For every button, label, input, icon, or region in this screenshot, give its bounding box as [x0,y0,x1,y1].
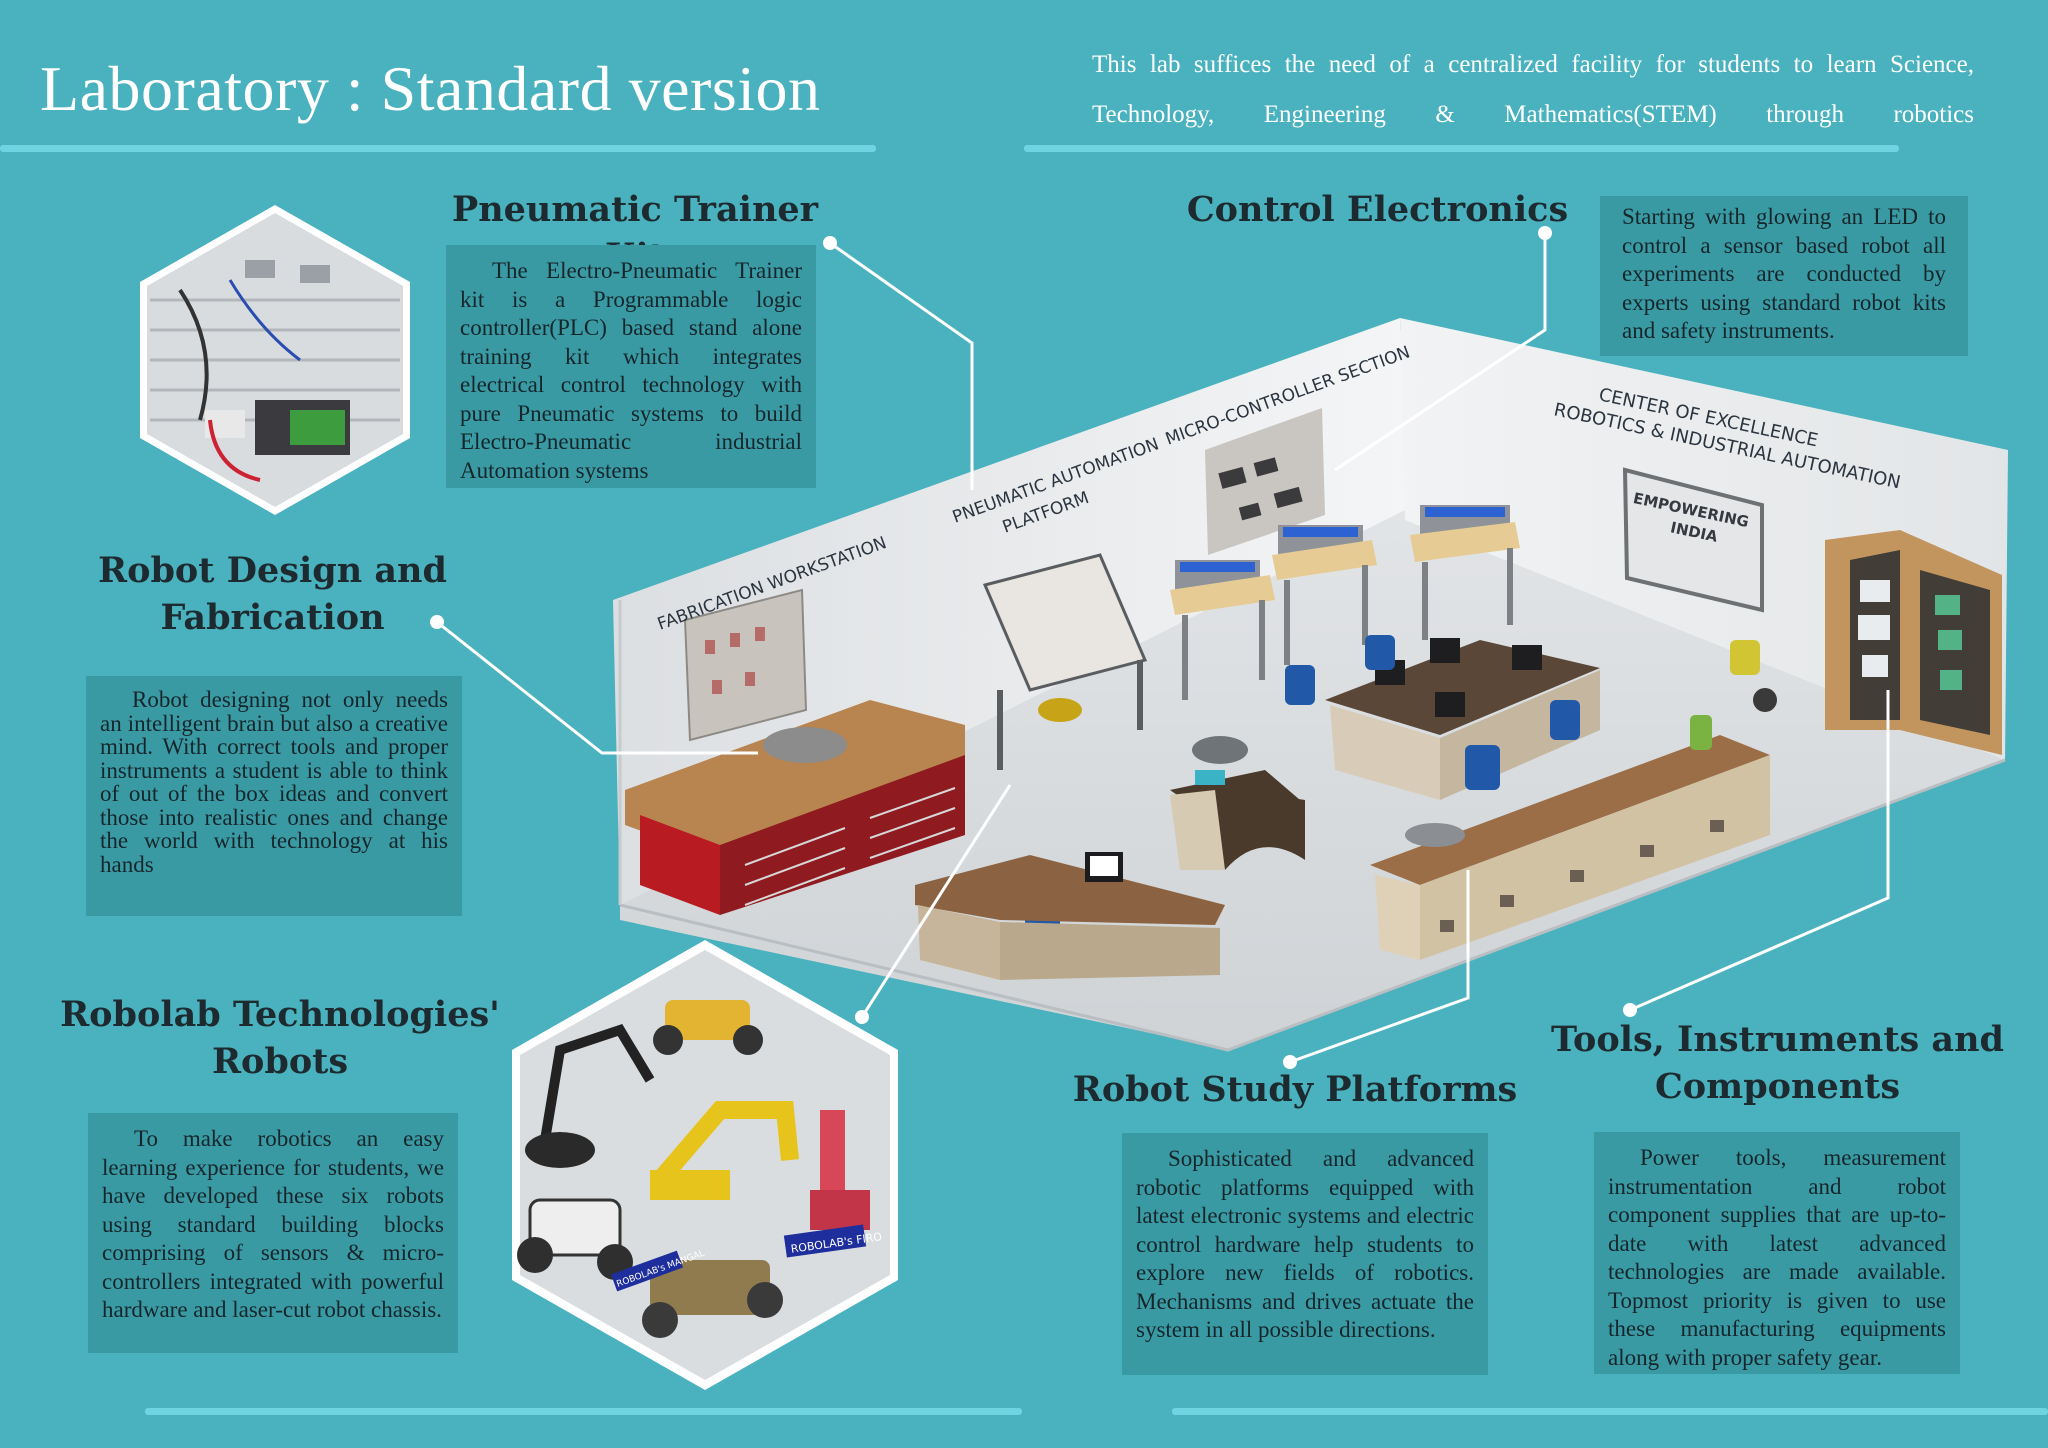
desc-pneumatic-text: The Electro-Pneumatic Trainer kit is a P… [460,258,802,483]
footer-rule-left [145,1408,1022,1415]
section-title-design-2: Fabrication [160,597,385,638]
desc-tools-text: Power tools, measurement instrumentation… [1608,1145,1946,1370]
desc-study-text: Sophisticated and advanced robotic platf… [1136,1146,1474,1342]
section-title-control: Control Electronics [1186,189,1569,230]
desc-design: Robot designing not only needs an intell… [86,676,462,916]
robots-photo: ROBOLAB's FIRO ROBOLAB's MANGAL [512,940,898,1390]
footer-rule-right [1172,1408,2048,1415]
desc-design-text: Robot designing not only needs an intell… [100,687,448,877]
robot-arm [540,1023,655,1141]
intro-text: This lab suffices the need of a centrali… [1092,51,1974,128]
leader-lines [430,226,1890,1069]
section-title-robolab-1: Robolab Technologies' [60,994,500,1035]
desc-control: Starting with glowing an LED to control … [1600,196,1968,356]
header-rule-right [1024,145,1899,152]
section-title-tools-2: Components [1654,1066,1901,1107]
desc-robolab: To make robotics an easy learning experi… [88,1113,458,1353]
section-title-study: Robot Study Platforms [1072,1069,1518,1110]
section-title-robolab-2: Robots [211,1041,349,1082]
lab-render: EMPOWERING INDIA FABRICATION WORKSTATION… [613,318,2008,1052]
desc-study: Sophisticated and advanced robotic platf… [1122,1133,1488,1375]
desc-control-text: Starting with glowing an LED to control … [1622,204,1946,343]
desc-pneumatic: The Electro-Pneumatic Trainer kit is a P… [446,245,816,488]
section-title-tools-1: Tools, Instruments and [1550,1019,2005,1060]
desc-robolab-text: To make robotics an easy learning experi… [102,1126,444,1322]
pneumatic-kit-photo [140,205,410,515]
section-title-design-1: Robot Design and [98,550,447,591]
page-title: Laboratory : Standard version [40,53,821,124]
header-rule-left [0,145,876,152]
desc-tools: Power tools, measurement instrumentation… [1594,1132,1960,1374]
